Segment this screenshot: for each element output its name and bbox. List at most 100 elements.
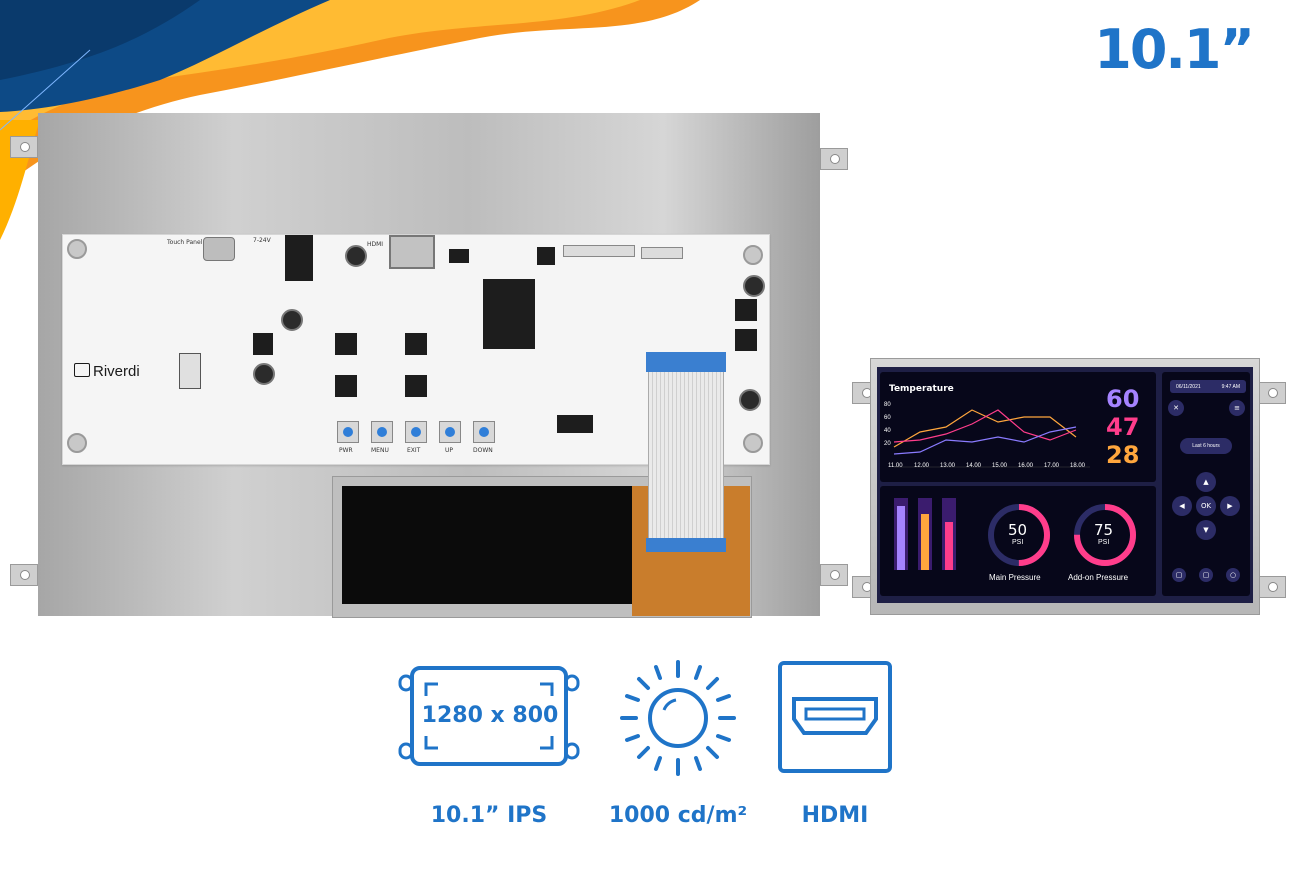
silk-voltage: 7-24V xyxy=(253,237,271,244)
gauge-value: 75 xyxy=(1094,521,1114,539)
mount-hole xyxy=(743,245,763,265)
chevron-left-icon: ◀ xyxy=(1179,502,1185,510)
y-tick: 40 xyxy=(884,428,891,434)
mini-bar-chart xyxy=(894,498,956,570)
mounting-tab xyxy=(820,148,848,170)
riverdi-logo: Riverdi xyxy=(74,363,140,380)
reading-value: 47 xyxy=(1106,413,1140,441)
capacitor xyxy=(739,389,761,411)
right-arrow-button[interactable]: ▶ xyxy=(1220,496,1240,516)
mount-hole xyxy=(743,433,763,453)
screen-size-label: 10.1” xyxy=(1094,18,1255,81)
y-tick: 20 xyxy=(884,441,891,447)
capacitor xyxy=(743,275,765,297)
x-tick: 11.00 xyxy=(888,463,903,469)
temp-series-pink xyxy=(893,409,1077,443)
inductor xyxy=(405,333,427,355)
menu-button[interactable] xyxy=(371,421,393,443)
reading-value: 28 xyxy=(1106,441,1140,469)
chevron-right-icon: ▶ xyxy=(1227,502,1233,510)
temperature-title: Temperature xyxy=(889,384,954,394)
chip xyxy=(449,249,469,263)
home-button[interactable]: ▢ xyxy=(1199,568,1213,582)
gauge-label: Add-on Pressure xyxy=(1068,573,1129,582)
bar xyxy=(945,522,953,570)
temp-series-orange xyxy=(893,409,1077,448)
ok-label: OK xyxy=(1200,502,1212,510)
capacitor xyxy=(281,309,303,331)
date-time-pill: 06/11/2021 9:47 AM xyxy=(1170,380,1246,393)
reading-value: 60 xyxy=(1106,385,1140,413)
x-tick: 17.00 xyxy=(1044,463,1060,469)
close-button[interactable]: ✕ xyxy=(1168,400,1184,416)
up-arrow-button[interactable]: ▲ xyxy=(1196,472,1216,492)
riverdi-logo-icon xyxy=(74,363,90,377)
inductor xyxy=(405,375,427,397)
button-label: UP xyxy=(445,447,454,454)
dc-jack[interactable] xyxy=(285,235,313,281)
main-processor-chip xyxy=(483,279,535,349)
ribbon-cable xyxy=(648,352,724,552)
capacitor xyxy=(253,363,275,385)
riverdi-logo-text: Riverdi xyxy=(93,363,140,380)
dip-switch[interactable] xyxy=(557,415,593,433)
menu-button[interactable]: ≡ xyxy=(1229,400,1245,416)
back-lcd-glass xyxy=(342,486,632,604)
inductor xyxy=(253,333,273,355)
chevron-up-icon: ▲ xyxy=(1203,478,1209,486)
mount-hole xyxy=(67,239,87,259)
x-tick: 15.00 xyxy=(992,463,1008,469)
connector xyxy=(563,245,635,257)
power-icon: ○ xyxy=(1229,571,1237,579)
inductor xyxy=(335,375,357,397)
up-button[interactable] xyxy=(439,421,461,443)
gauge-value: 50 xyxy=(1008,521,1028,539)
feature-caption-ips: 10.1” IPS xyxy=(430,803,548,828)
left-arrow-button[interactable]: ◀ xyxy=(1172,496,1192,516)
feature-caption-hdmi: HDMI xyxy=(801,803,869,828)
sun-icon xyxy=(620,660,736,776)
silk-touch-panel: Touch Panel xyxy=(167,239,203,246)
x-tick: 12.00 xyxy=(914,463,930,469)
hdmi-connector[interactable] xyxy=(389,235,435,269)
gauge-unit: PSI xyxy=(1098,539,1110,546)
mounting-tab xyxy=(1258,576,1286,598)
inductor xyxy=(335,333,357,355)
mounting-tab xyxy=(10,136,38,158)
home-icon: ▢ xyxy=(1202,571,1210,579)
silk-hdmi: HDMI xyxy=(367,241,384,248)
corner-swoosh-decoration xyxy=(0,0,700,240)
button-label: DOWN xyxy=(473,447,493,454)
inductor xyxy=(735,329,757,351)
exit-button[interactable] xyxy=(405,421,427,443)
feature-caption-brightness: 1000 cd/m² xyxy=(608,803,748,828)
ribbon-stiffener xyxy=(646,352,726,372)
down-button[interactable] xyxy=(473,421,495,443)
chevron-down-icon: ▼ xyxy=(1203,526,1209,534)
button-label: MENU xyxy=(371,447,389,454)
chip xyxy=(537,247,555,265)
temperature-line-chart xyxy=(893,409,1090,468)
usb-c-connector[interactable] xyxy=(203,237,235,261)
pwr-button[interactable] xyxy=(337,421,359,443)
date-text: 06/11/2021 xyxy=(1176,383,1201,390)
menu-icon: ≡ xyxy=(1234,404,1240,412)
gauge-addon-pressure xyxy=(1074,504,1136,566)
x-tick: 16.00 xyxy=(1018,463,1034,469)
mount-hole xyxy=(67,433,87,453)
time-text: 9:47 AM xyxy=(1221,383,1240,390)
inductor xyxy=(735,299,757,321)
resolution-text: 1280 x 800 xyxy=(421,703,559,728)
ok-button[interactable]: OK xyxy=(1196,496,1216,516)
lock-icon: ▢ xyxy=(1175,571,1183,579)
close-icon: ✕ xyxy=(1173,404,1179,412)
time-range-button[interactable]: Last 6 hours xyxy=(1180,438,1232,454)
power-button[interactable]: ○ xyxy=(1226,568,1240,582)
x-tick: 18.00 xyxy=(1070,463,1086,469)
time-range-text: Last 6 hours xyxy=(1192,443,1220,449)
mounting-tab xyxy=(10,564,38,586)
down-arrow-button[interactable]: ▼ xyxy=(1196,520,1216,540)
button-label: PWR xyxy=(339,447,353,454)
lock-button[interactable]: ▢ xyxy=(1172,568,1186,582)
gauge-label: Main Pressure xyxy=(989,573,1041,582)
